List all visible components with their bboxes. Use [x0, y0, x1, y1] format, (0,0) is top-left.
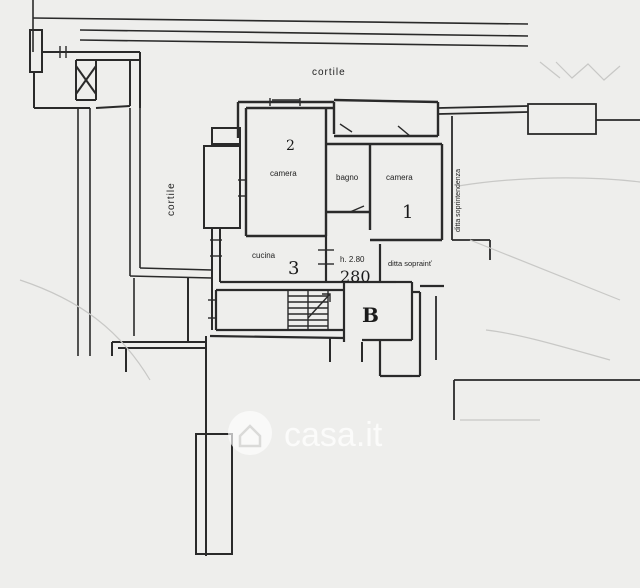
house-icon: [238, 424, 262, 448]
room-number-2: 2: [286, 138, 295, 154]
left-corner-walls: [29, 29, 141, 109]
label-camera-1: camera: [386, 173, 413, 182]
landing-walls: [111, 278, 363, 556]
height-handwritten: 280: [340, 267, 371, 286]
label-cortile-top: cortile: [312, 67, 346, 78]
staircase: [287, 289, 331, 331]
apartment-walls: [236, 98, 444, 242]
label-ditta-right: ditta soprintendenza: [455, 169, 462, 232]
service-block: [203, 127, 241, 330]
label-ditta-mid: ditta soprainť: [388, 259, 432, 268]
faint-background-lines: [19, 61, 640, 421]
label-bagno: bagno: [336, 173, 359, 182]
right-side-walls: [435, 103, 640, 420]
top-boundary-lines: [32, 0, 529, 52]
stair-letter-b: B: [362, 303, 379, 327]
kitchen-stair-walls: [209, 236, 444, 378]
room-number-3: 3: [288, 258, 299, 279]
room-number-1: 1: [402, 202, 413, 223]
casa-watermark: casa.it: [228, 411, 383, 455]
label-height-note: h. 2.80: [340, 255, 365, 264]
room-labels: cortile cortile camera bagno camera cuci…: [166, 67, 462, 268]
label-cucina: cucina: [252, 251, 276, 260]
label-cortile-left: cortile: [166, 182, 177, 216]
watermark-text: casa.it: [284, 416, 383, 454]
handwritten-marks: 2 1 3 B 280: [286, 138, 413, 327]
watermark-logo-icon: [228, 411, 272, 455]
door-window-marks: [59, 46, 411, 319]
label-camera-2: camera: [270, 169, 297, 178]
courtyard-left-lines: [77, 108, 213, 356]
